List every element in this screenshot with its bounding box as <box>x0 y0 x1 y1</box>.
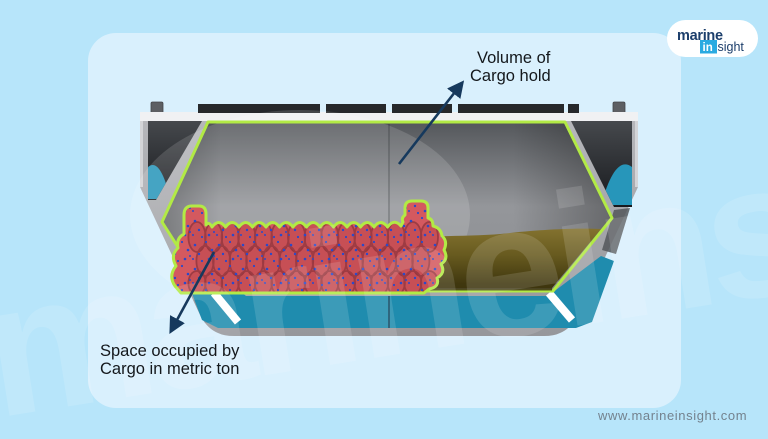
hatch-cover <box>458 104 564 113</box>
hatch-cover <box>568 104 579 113</box>
hull-knee-shadow-right <box>602 208 630 254</box>
website-url: www.marineinsight.com <box>597 408 747 423</box>
cargo-bags-pile <box>170 199 448 295</box>
ballast-tanks <box>179 253 614 328</box>
logo-cyan-box <box>700 40 717 54</box>
logo-pill <box>667 20 758 57</box>
logo-word-in: in <box>703 42 713 54</box>
bilge-stripe-right <box>545 290 576 323</box>
volume-label-line1: Volume of <box>477 49 551 67</box>
ship-cross-section <box>130 101 638 336</box>
hatch-cover <box>326 104 386 113</box>
arrow-to-space-label <box>169 251 216 334</box>
space-label-line1: Space occupied by <box>100 342 240 360</box>
hatch-cover <box>198 104 320 113</box>
ballast-water-right-wing <box>601 164 632 205</box>
main-deck <box>140 112 638 122</box>
logo-word-sight: sight <box>718 40 745 54</box>
arrow-to-volume-label <box>397 80 465 165</box>
hull-edge-highlight-left <box>140 121 143 187</box>
marine-insight-logo: marine in sight <box>667 20 758 57</box>
volume-label-line2: Cargo hold <box>470 67 551 85</box>
space-label-line2: Cargo in metric ton <box>100 360 239 378</box>
double-bottom-ballast <box>179 253 614 328</box>
annotation-labels: Volume of Cargo hold Space occupied by C… <box>100 49 551 378</box>
hatch-covers <box>198 104 579 113</box>
bilge-stripe-left <box>210 290 242 325</box>
hatch-cover <box>392 104 452 113</box>
leader-arrows <box>169 80 465 334</box>
hull-edge-highlight-right <box>635 121 638 187</box>
